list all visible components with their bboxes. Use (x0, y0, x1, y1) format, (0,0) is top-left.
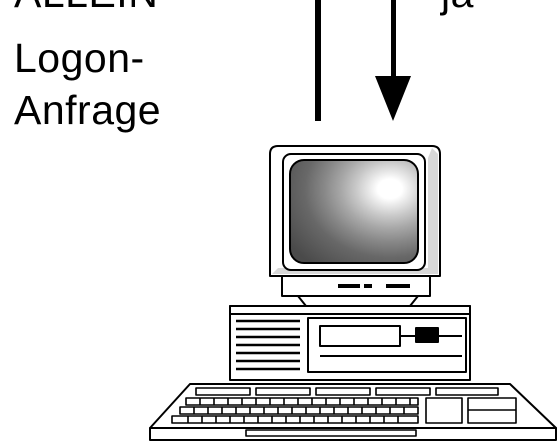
desktop-computer-icon (150, 146, 556, 440)
request-line (315, 0, 321, 121)
screen (290, 160, 418, 263)
monitor-stand (298, 296, 418, 306)
spacebar (246, 430, 416, 436)
drive-slot (416, 328, 438, 342)
vent-slats (236, 321, 300, 369)
down-arrow-icon (375, 0, 411, 121)
